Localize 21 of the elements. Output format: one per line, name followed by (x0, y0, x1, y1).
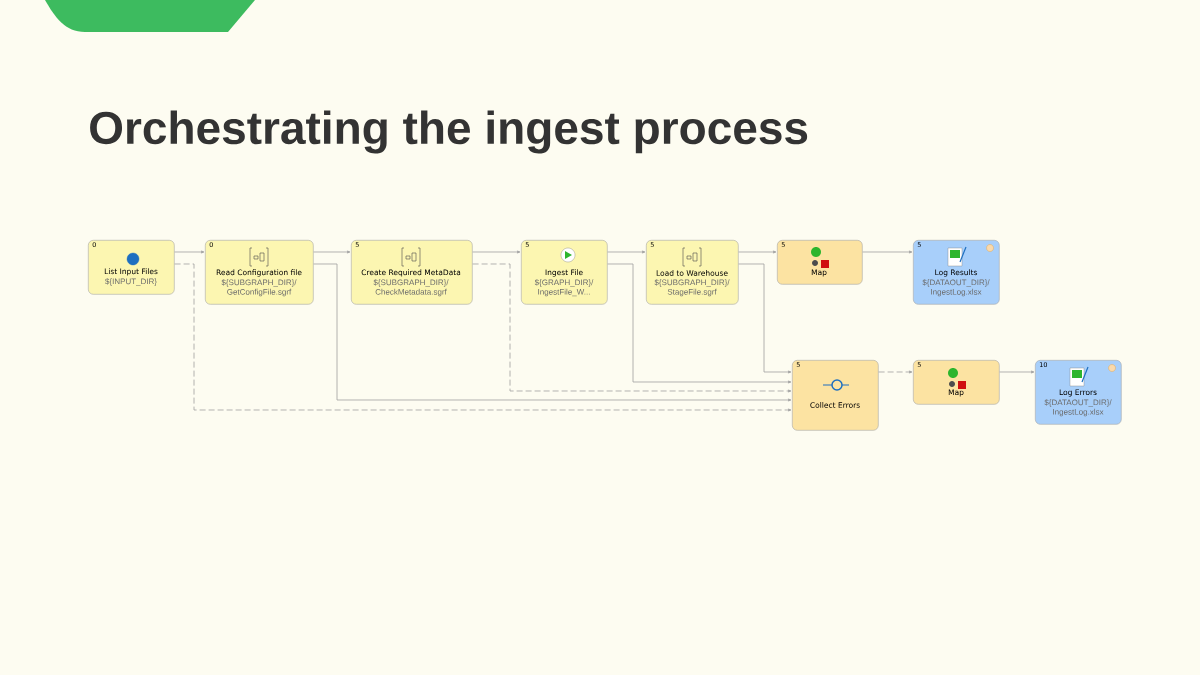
arrow (878, 370, 913, 374)
arrow (862, 250, 913, 254)
file-path: ${INPUT_DIR} (105, 278, 157, 286)
arrow (174, 263, 792, 412)
arrow (472, 263, 792, 393)
file-path: ${GRAPH_DIR}/ IngestFile_W... (534, 279, 594, 297)
arrow (174, 250, 205, 254)
arrow (738, 263, 792, 374)
arrow (472, 250, 521, 254)
file-path: ${DATAOUT_DIR}/ IngestLog.xlsx (922, 279, 990, 297)
file-path: ${DATAOUT_DIR}/ IngestLog.xlsx (1044, 399, 1112, 417)
arrow (313, 250, 351, 254)
file-path: ${SUBGRAPH_DIR}/ GetConfigFile.sgrf (221, 279, 297, 297)
arrow (313, 263, 792, 402)
arrow (607, 263, 792, 384)
arrow (738, 250, 777, 254)
arrow (607, 250, 646, 254)
arrow (999, 370, 1035, 374)
file-path: ${SUBGRAPH_DIR}/ StageFile.sgrf (654, 279, 730, 297)
file-path: ${SUBGRAPH_DIR}/ CheckMetadata.sgrf (373, 279, 449, 297)
slide-title: Orchestrating the ingest process (90, 110, 808, 154)
